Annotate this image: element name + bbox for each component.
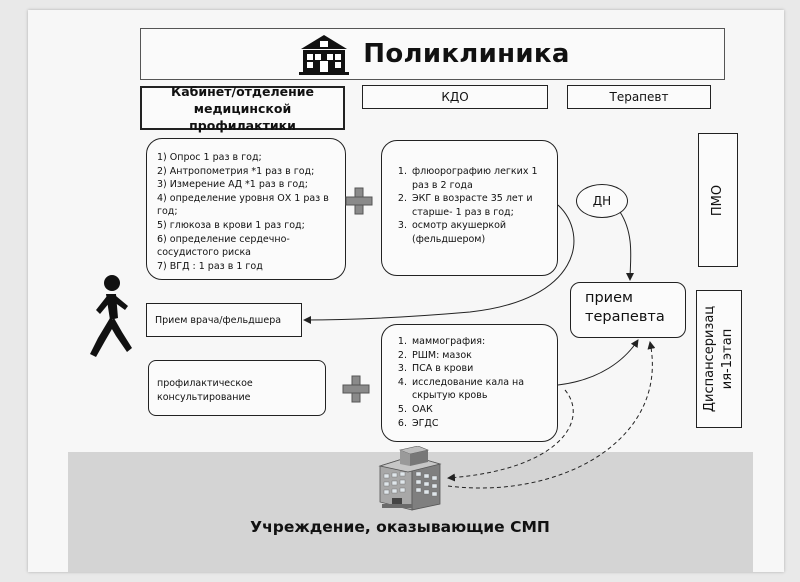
therapist-label-box: Терапевт bbox=[567, 85, 711, 109]
kdo-label-box: КДО bbox=[362, 85, 548, 109]
therapist-visit-label: прием терапевта bbox=[585, 290, 665, 325]
screening-box: маммография: РШМ: мазок ПСА в крови иссл… bbox=[381, 324, 558, 442]
cabinet-label-box: Кабинет/отделение медицинской профилакти… bbox=[140, 84, 345, 133]
dashed-arrow-screening-to-building bbox=[447, 389, 574, 482]
counseling-label: профилактическое консультирование bbox=[157, 378, 253, 403]
counseling-box: профилактическое консультирование bbox=[148, 360, 326, 416]
survey-line: 7) ВГД : 1 раз в 1 год bbox=[157, 260, 263, 272]
dashed-arrow-building-to-therapist bbox=[447, 341, 656, 489]
doctor-visit-label: Прием врача/фельдшера bbox=[155, 314, 282, 326]
survey-line: 3) Измерение АД *1 раз в год; bbox=[157, 179, 308, 191]
kdo-box: флюорографию легких 1 раз в 2 года ЭКГ в… bbox=[381, 140, 558, 276]
plus-icon bbox=[345, 187, 373, 215]
survey-line: 2) Антропометрия *1 раз в год; bbox=[157, 165, 315, 177]
kdo-label: КДО bbox=[441, 90, 469, 104]
survey-line: 6) определение сердечно-сосудистого риск… bbox=[157, 233, 290, 259]
hospital-building-icon bbox=[378, 446, 442, 511]
list-item: РШМ: мазок bbox=[410, 349, 551, 363]
list-item: осмотр акушеркой (фельдшером) bbox=[410, 219, 549, 246]
doctor-visit-box: Прием врача/фельдшера bbox=[146, 303, 302, 337]
list-item: исследование кала на скрытую кровь bbox=[410, 376, 551, 403]
arrow-dn-to-therapist bbox=[619, 211, 635, 281]
pmo-box: ПМО bbox=[698, 133, 738, 267]
list-item: маммография: bbox=[410, 335, 551, 349]
arrow-screening-to-therapist bbox=[557, 339, 639, 386]
survey-line: 4) определение уровня ОХ 1 раз в год; bbox=[157, 192, 329, 218]
walking-person-icon bbox=[90, 275, 132, 357]
cabinet-label: Кабинет/отделение медицинской профилакти… bbox=[171, 83, 314, 133]
list-item: ЭКГ в возрасте 35 лет и старше- 1 раз в … bbox=[410, 192, 549, 219]
arrow-to-doctor-visit bbox=[303, 204, 575, 324]
survey-line: 5) глюкоза в крови 1 раз год; bbox=[157, 219, 305, 231]
kdo-list: флюорографию легких 1 раз в 2 года ЭКГ в… bbox=[388, 165, 549, 247]
header-bar: Поликлиника bbox=[140, 28, 725, 80]
survey-box: 1) Опрос 1 раз в год; 2) Антропометрия *… bbox=[146, 138, 346, 280]
dispensary-box: Диспансеризац ия-1этап bbox=[696, 290, 742, 428]
list-item: ОАК bbox=[410, 403, 551, 417]
dn-bubble: ДН bbox=[576, 184, 628, 218]
page-title: Поликлиника bbox=[363, 39, 570, 69]
institution-label: Учреждение, оказывающие СМП bbox=[250, 518, 550, 536]
survey-line: 1) Опрос 1 раз в год; bbox=[157, 152, 262, 163]
screening-list: маммография: РШМ: мазок ПСА в крови иссл… bbox=[388, 335, 551, 430]
building-icon bbox=[299, 35, 350, 75]
therapist-visit-box: прием терапевта bbox=[570, 282, 686, 338]
list-item: ПСА в крови bbox=[410, 362, 551, 376]
list-item: ЭГДС bbox=[410, 417, 551, 431]
list-item: флюорографию легких 1 раз в 2 года bbox=[410, 165, 549, 192]
plus-icon bbox=[342, 375, 370, 403]
therapist-label: Терапевт bbox=[609, 90, 669, 104]
dn-label: ДН bbox=[592, 194, 612, 208]
